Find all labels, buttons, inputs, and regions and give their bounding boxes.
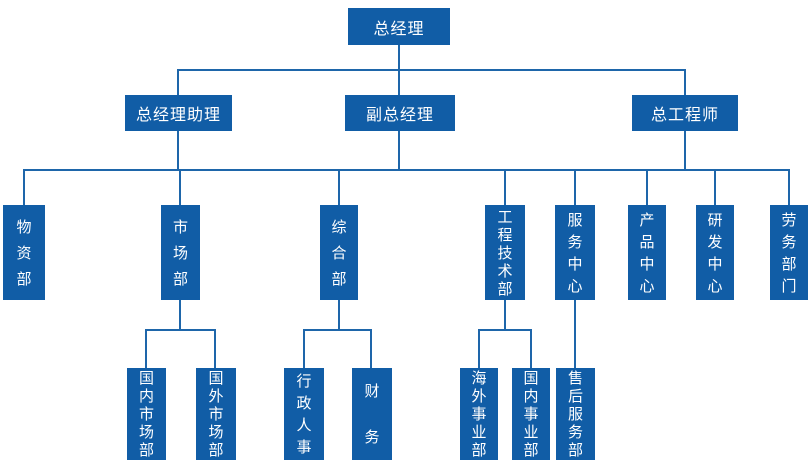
connector-materials-up [23, 169, 25, 205]
org-node-label: 行政人事 [296, 372, 312, 456]
org-node-finance: 财务 [352, 368, 392, 460]
org-node-label: 劳务部门 [781, 210, 797, 295]
connector-finance-up [370, 329, 372, 368]
org-node-label: 海外事业部 [471, 369, 487, 459]
org-node-label: 产品中心 [639, 210, 655, 295]
connector-rail-engineering [478, 329, 532, 331]
org-node-label: 国外市场部 [208, 369, 224, 459]
org-node-service-center: 服务中心 [555, 205, 595, 300]
connector-general-affairs-up [338, 169, 340, 205]
org-node-after-sales-service-dept: 售后服务部 [556, 368, 595, 460]
org-node-label: 研发中心 [707, 210, 723, 295]
connector-general-affairs-down [338, 300, 340, 331]
org-node-rd-center: 研发中心 [696, 205, 734, 300]
org-node-overseas-business-dept: 海外事业部 [460, 368, 498, 460]
org-node-labor-dept: 劳务部门 [770, 205, 808, 300]
connector-rd-up [714, 169, 716, 205]
org-node-label: 服务中心 [567, 210, 583, 295]
org-node-marketing-dept: 市场部 [161, 205, 200, 300]
org-node-product-center: 产品中心 [628, 205, 666, 300]
org-node-general-manager: 总经理 [348, 8, 450, 45]
connector-marketing-up [179, 169, 181, 205]
org-node-label: 市场部 [173, 217, 189, 288]
connector-domestic-marketing-up [145, 329, 147, 368]
org-node-domestic-business-dept: 国内事业部 [512, 368, 550, 460]
connector-overseas-marketing-up [214, 329, 216, 368]
connector-gm-assistant-down [177, 131, 179, 171]
org-node-materials-dept: 物资部 [3, 205, 45, 300]
connector-service-down [574, 300, 576, 368]
org-node-chief-engineer: 总工程师 [632, 95, 738, 131]
connector-rail-level3 [23, 169, 790, 171]
org-node-label: 工程技术部 [497, 207, 513, 298]
org-node-deputy-gm: 副总经理 [345, 95, 455, 131]
connector-labor-up [788, 169, 790, 205]
org-node-overseas-marketing-dept: 国外市场部 [196, 368, 236, 460]
org-node-admin-hr: 行政人事 [284, 368, 324, 460]
org-node-label: 财务 [364, 382, 380, 446]
connector-chief-engineer-down [684, 131, 686, 171]
connector-deputy-gm-down [398, 131, 400, 171]
org-node-gm-assistant: 总经理助理 [125, 95, 232, 131]
connector-admin-hr-up [303, 329, 305, 368]
connector-rail-level2 [177, 69, 686, 71]
org-node-label: 物资部 [16, 217, 32, 288]
connector-engineering-down [504, 300, 506, 331]
connector-engineering-up [504, 169, 506, 205]
connector-service-up [574, 169, 576, 205]
connector-overseas-business-up [478, 329, 480, 368]
org-node-domestic-marketing-dept: 国内市场部 [127, 368, 166, 460]
org-node-label: 副总经理 [365, 105, 434, 124]
connector-marketing-down [179, 300, 181, 331]
org-node-label: 售后服务部 [568, 369, 584, 459]
connector-rail-general-affairs [303, 329, 372, 331]
org-node-label: 国内事业部 [523, 369, 539, 459]
connector-rail-marketing [145, 329, 216, 331]
org-node-label: 国内市场部 [139, 369, 155, 459]
connector-gm-assistant-up [177, 69, 179, 95]
org-node-label: 综合部 [331, 217, 347, 288]
connector-chief-engineer-up [684, 69, 686, 95]
org-node-general-affairs-dept: 综合部 [320, 205, 358, 300]
connector-domestic-business-up [530, 329, 532, 368]
org-node-engineering-tech-dept: 工程技术部 [485, 205, 525, 300]
org-node-label: 总经理 [373, 18, 425, 38]
org-node-label: 总经理助理 [135, 105, 221, 124]
connector-product-up [646, 169, 648, 205]
org-node-label: 总工程师 [650, 105, 719, 124]
